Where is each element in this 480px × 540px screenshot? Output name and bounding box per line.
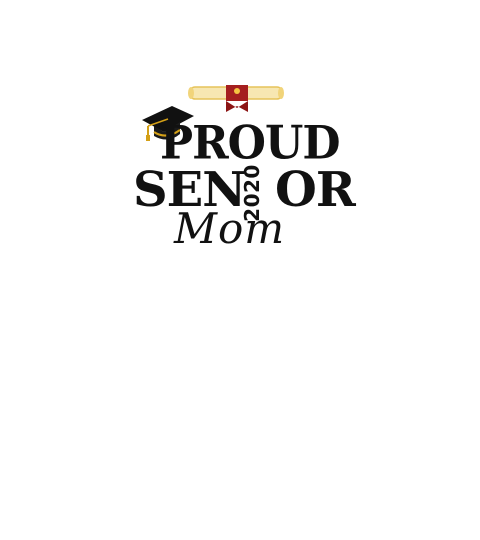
script-mom: Mom: [174, 204, 286, 253]
diploma-scroll-icon: [188, 85, 284, 112]
title-sen: SEN: [133, 162, 246, 218]
title-or: OR: [275, 162, 356, 218]
title-proud: PROUD: [160, 116, 341, 171]
graduation-cap-icon: [142, 106, 194, 141]
proud-senior-mom-graphic: PROUD SEN 2020 OR Mom: [130, 80, 356, 255]
